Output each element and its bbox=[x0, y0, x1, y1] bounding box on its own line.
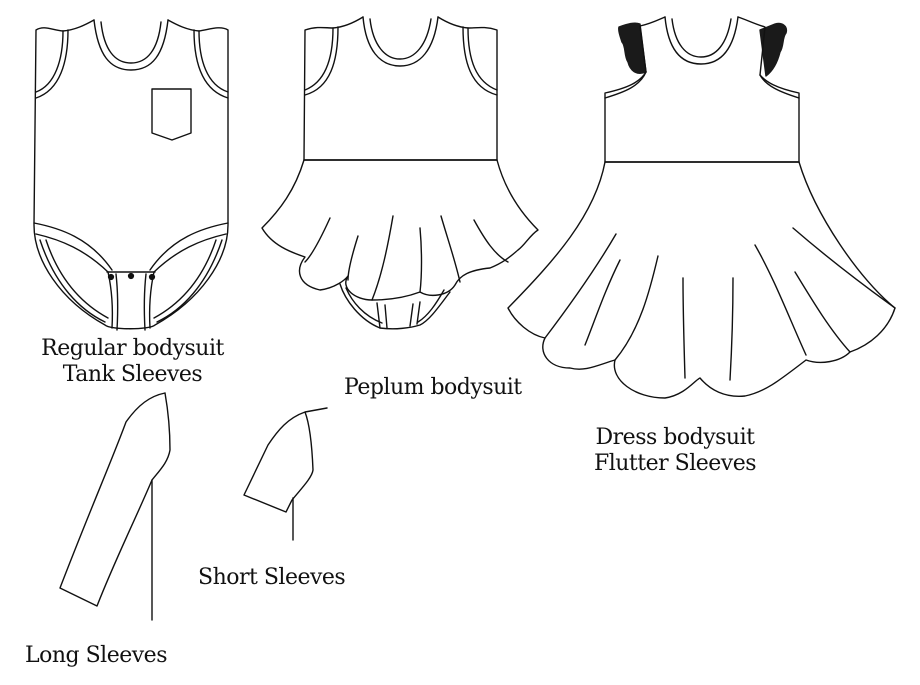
short-sleeve-drawing bbox=[243, 407, 328, 541]
tank-sleeves-title: Tank Sleeves bbox=[62, 362, 203, 388]
dress-bodysuit-drawing bbox=[507, 16, 896, 399]
flutter-sleeves-title: Flutter Sleeves bbox=[593, 451, 757, 477]
long-sleeve-drawing bbox=[59, 392, 171, 621]
regular-bodysuit-label: Regular bodysuit Tank Sleeves bbox=[30, 336, 235, 389]
dress-bodysuit-title: Dress bodysuit bbox=[595, 425, 755, 450]
regular-bodysuit-title: Regular bodysuit bbox=[41, 336, 224, 361]
peplum-bodysuit-drawing bbox=[261, 16, 539, 330]
flutter-sleeve-right bbox=[759, 22, 788, 77]
peplum-bodysuit-label: Peplum bodysuit bbox=[344, 375, 522, 400]
short-sleeves-label: Short Sleeves bbox=[198, 565, 346, 590]
dress-bodysuit-label: Dress bodysuit Flutter Sleeves bbox=[585, 425, 765, 478]
regular-bodysuit-drawing bbox=[33, 19, 229, 331]
long-sleeves-label: Long Sleeves bbox=[25, 643, 167, 668]
flutter-sleeve-left bbox=[618, 22, 647, 74]
